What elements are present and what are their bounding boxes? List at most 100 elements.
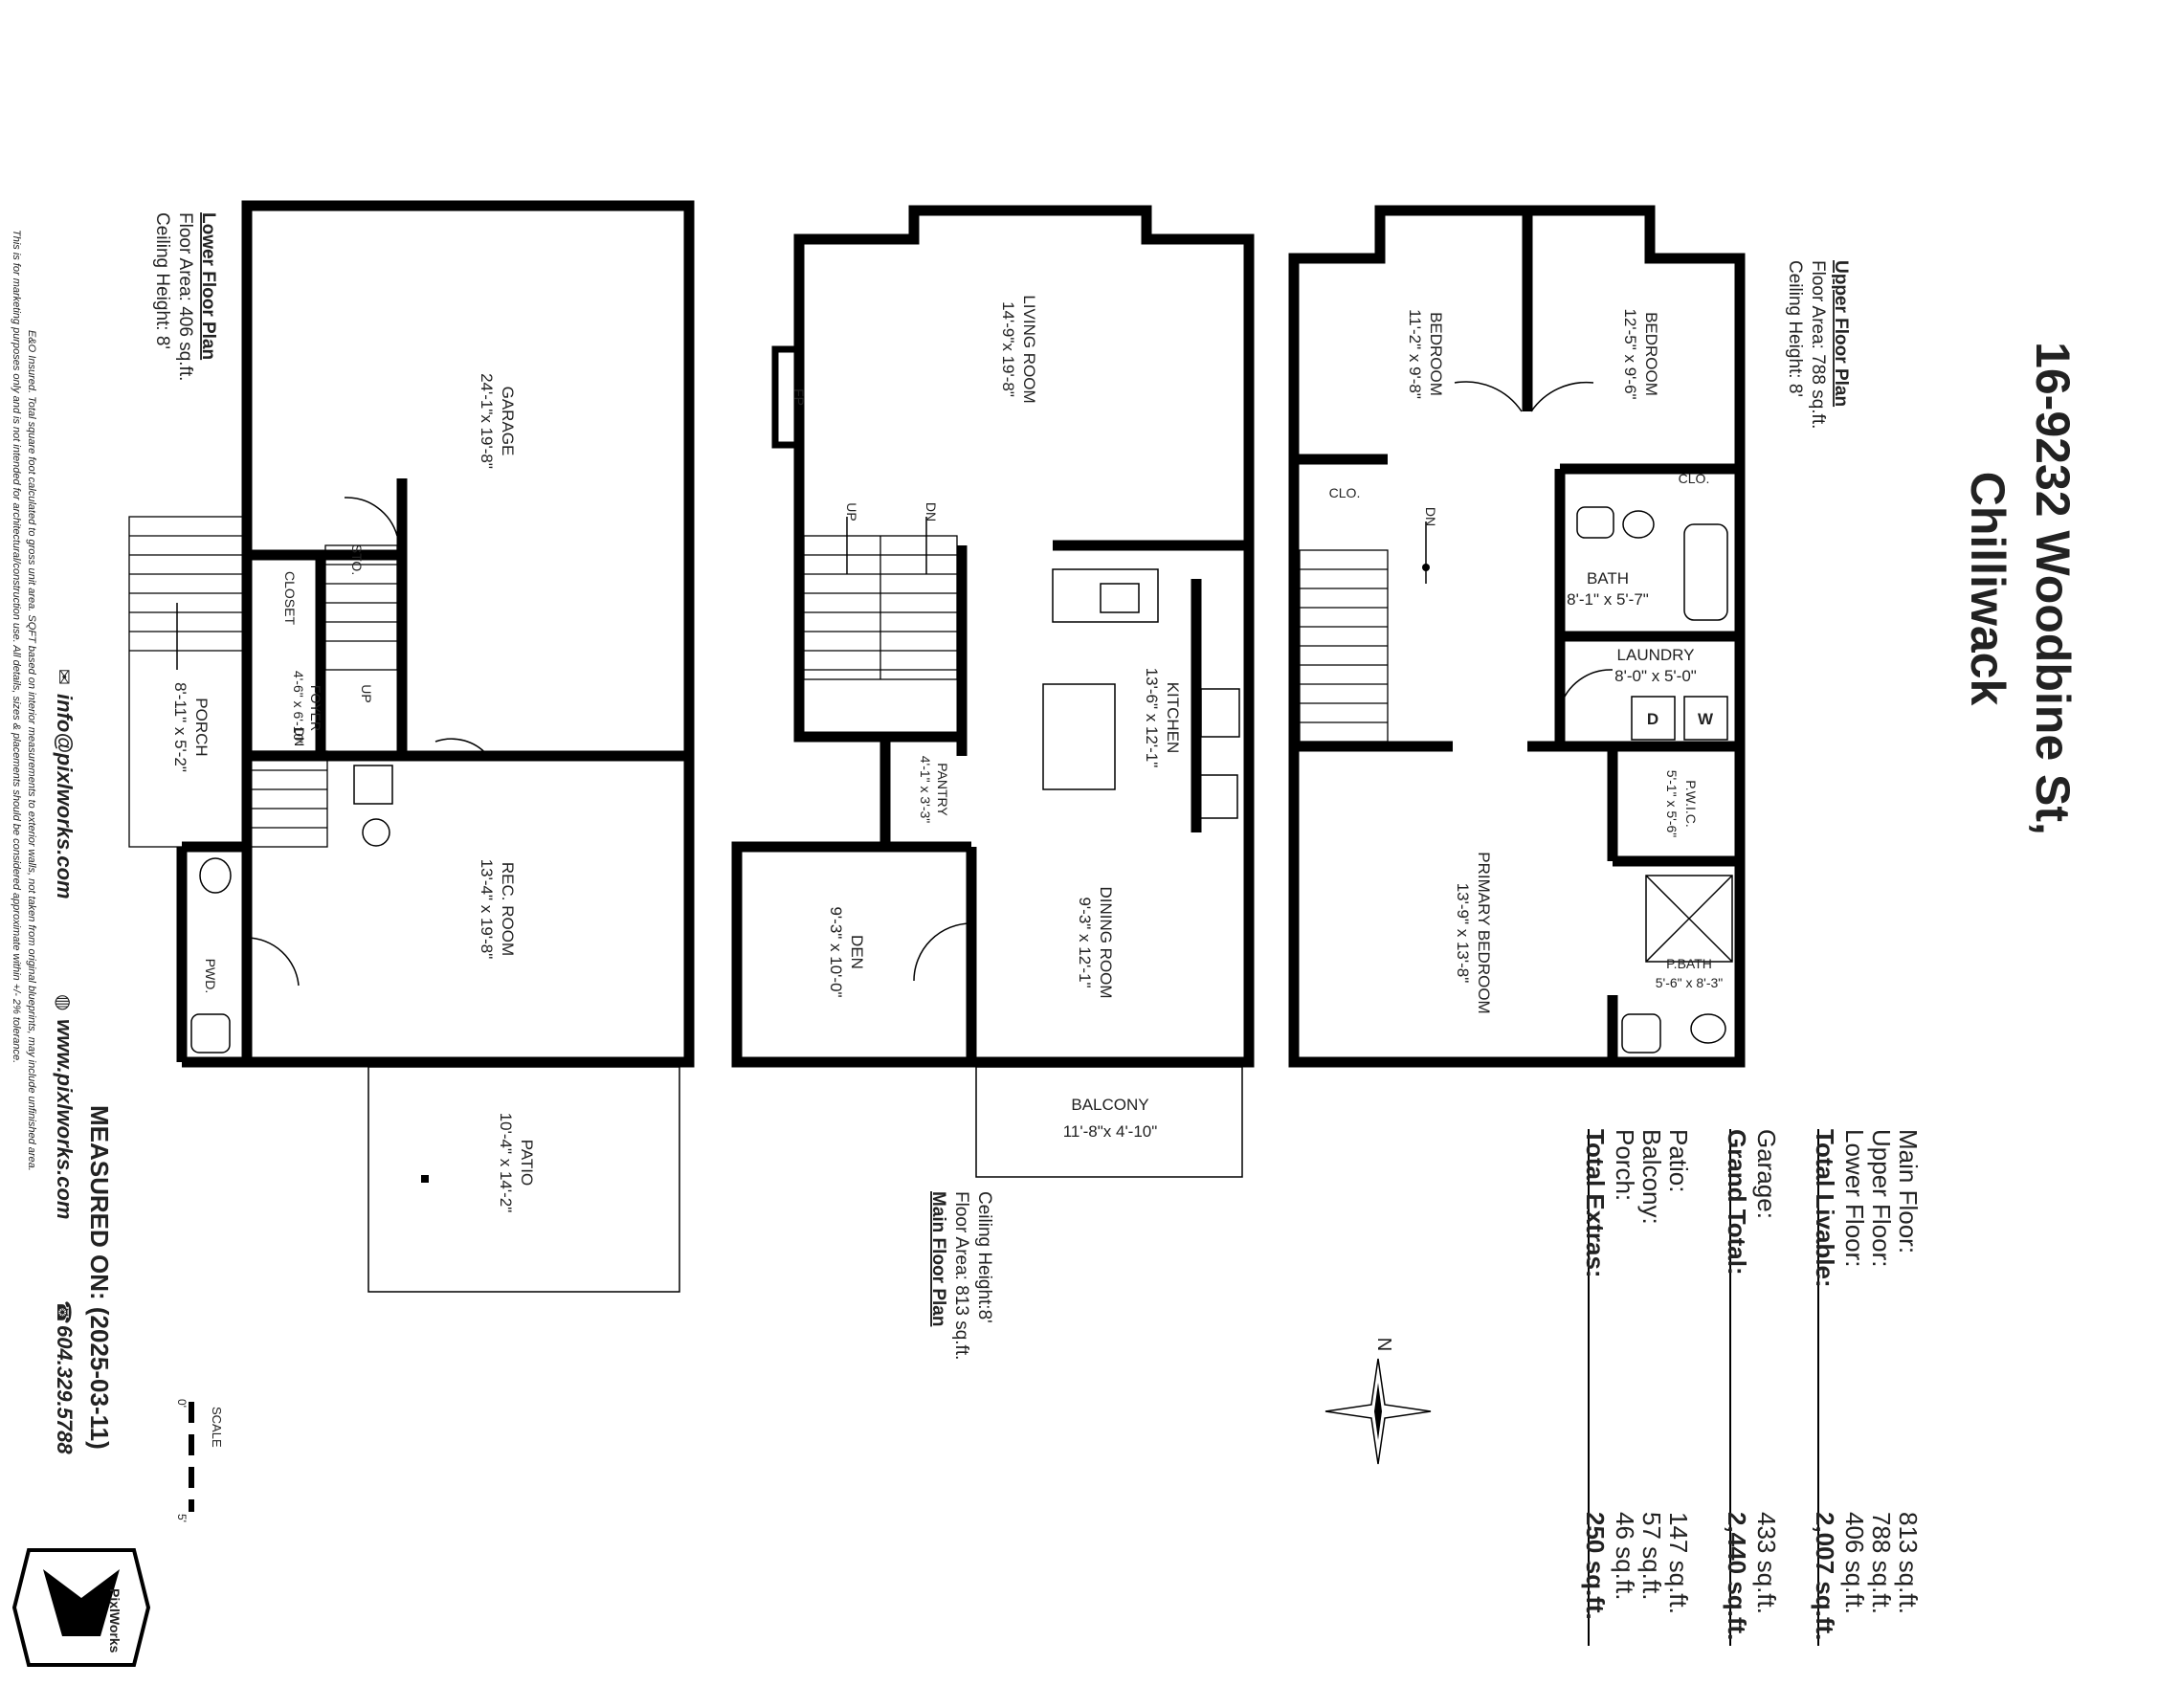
kitchen-range (1200, 688, 1240, 738)
dryer-label: D (1647, 710, 1658, 728)
fireplace (771, 345, 803, 449)
bath-dim: 8'-1" x 5'-7" (1567, 590, 1649, 609)
den-dim: 9'-3" x 10'-0" (827, 906, 845, 997)
summary-lower-value: 406 sq.ft. (1840, 1512, 1869, 1614)
pixlworks-logo: PixlWorks (11, 1548, 151, 1667)
main-floor-heading: Main Floor Plan (928, 1191, 948, 1326)
den-name: DEN (848, 935, 866, 969)
pbath-name: P.BATH (1666, 956, 1712, 971)
compass-north-label: N (1373, 1338, 1394, 1351)
contact-footer: MEASURED ON: (2025-03-11) info@pixlworks… (11, 230, 151, 1667)
contact-website[interactable]: www.pixlworks.com (53, 1019, 77, 1219)
title-line2: Chilliwack (1961, 472, 2014, 706)
living-room-name: LIVING ROOM (1020, 295, 1038, 403)
pantry-name: PANTRY (935, 763, 950, 816)
summary-patio-value: 147 sq.ft. (1664, 1512, 1693, 1614)
porch-name: PORCH (192, 698, 211, 756)
scale-end: 5' (175, 1514, 189, 1522)
main-floor-area: Floor Area: 813 sq.ft. (951, 1191, 971, 1360)
bedroom-b-dim: 11'-2" x 9'-8" (1406, 309, 1424, 399)
upper-floor-ceiling: Ceiling Height: 8' (1785, 260, 1805, 397)
garage-name: GARAGE (499, 387, 517, 456)
patio-outline (367, 1066, 680, 1293)
pbath-dim: 5'-6" x 8'-3" (1656, 975, 1724, 990)
scale-label: SCALE (210, 1407, 224, 1448)
pwd-label: PWD. (203, 959, 218, 994)
pbath-sink (1621, 1013, 1661, 1054)
summary-total-extras-value: 250 sq.ft. (1581, 1512, 1610, 1620)
summary-total-extras-label: Total Extras: (1581, 1129, 1610, 1278)
washer-label: W (1698, 710, 1714, 728)
bedroom-b-name: BEDROOM (1427, 312, 1445, 396)
summary-main-value: 813 sq.ft. (1894, 1512, 1923, 1614)
dryer-box (1631, 696, 1676, 741)
door-swing (1454, 381, 1523, 412)
rec-room-dim: 13'-4" x 19'-8" (478, 859, 496, 960)
lower-floor-ceiling: Ceiling Height: 8' (152, 212, 172, 349)
disclaimer-line2: This is for marketing purposes only and … (11, 230, 22, 1063)
lower-floor-caption: Lower Floor Plan Floor Area: 406 sq.ft. … (152, 212, 218, 381)
area-summary: Main Floor: 813 sq.ft. Upper Floor: 788 … (1581, 1129, 1923, 1646)
washer-box (1683, 696, 1728, 741)
primary-bedroom-name: PRIMARY BEDROOM (1475, 852, 1493, 1013)
main-floor-ceiling: Ceiling Height:8' (974, 1191, 994, 1323)
door-swing (344, 497, 398, 537)
bath-toilet (1622, 510, 1655, 539)
lower-floor-heading: Lower Floor Plan (198, 212, 218, 360)
clo-upper-2: CLO. (1329, 485, 1361, 500)
summary-main-label: Main Floor: (1894, 1129, 1923, 1253)
water-heater (362, 818, 390, 847)
main-floor-outline (731, 205, 1255, 1068)
door-swing (246, 937, 300, 987)
porch-stairs (128, 516, 245, 848)
laundry-name: LAUNDRY (1617, 646, 1695, 664)
pwic-name: P.W.I.C. (1683, 780, 1699, 828)
pwd-sink (190, 1013, 231, 1054)
rec-room-name: REC. ROOM (499, 862, 517, 956)
kitchen-dim: 13'-6" x 12'-1" (1143, 668, 1161, 768)
garage-dim: 24'-1"x 19'-8" (478, 373, 496, 469)
summary-garage-value: 433 sq.ft. (1752, 1512, 1781, 1614)
kitchen-island (1042, 683, 1116, 790)
summary-porch-label: Porch: (1611, 1129, 1639, 1201)
pantry-dim: 4'-1" x 3'-3" (918, 756, 933, 824)
lower-up-label: UP (359, 684, 374, 702)
bath-sink (1576, 506, 1614, 539)
fireplace-label: FP (791, 388, 807, 406)
patio-dim: 10'-4" x 14'-2" (497, 1113, 515, 1213)
contact-phone[interactable]: 604.329.5788 (53, 1325, 77, 1454)
balcony-outline (975, 1066, 1243, 1178)
main-dn-label: DN (924, 502, 939, 521)
sto-label: STO. (349, 544, 365, 575)
laundry-dim: 8'-0" x 5'-0" (1614, 667, 1697, 685)
contact-email[interactable]: info@pixlworks.com (53, 694, 77, 899)
upper-dn-label: DN (1423, 507, 1438, 526)
dining-room-dim: 9'-3" x 12'-1" (1076, 897, 1094, 987)
lower-floor-outline (241, 200, 695, 1068)
main-stairs (803, 517, 958, 680)
upper-stairs (1299, 521, 1430, 743)
foyer-name: FOYER (308, 685, 323, 731)
summary-total-livable-label: Total Livable: (1811, 1129, 1839, 1288)
patio-name: PATIO (518, 1140, 536, 1187)
summary-lower-label: Lower Floor: (1840, 1129, 1869, 1268)
summary-garage-label: Garage: (1752, 1129, 1781, 1219)
upper-floor-heading: Upper Floor Plan (1831, 260, 1851, 407)
property-title: 16-9232 Woodbine St, (2026, 342, 2080, 835)
summary-porch-value: 46 sq.ft. (1611, 1512, 1639, 1601)
balcony-dim: 11'-8"x 4'-10" (1063, 1122, 1158, 1141)
property-title-city: Chilliwack (1961, 472, 2014, 706)
kitchen-name: KITCHEN (1164, 682, 1182, 754)
primary-bedroom-dim: 13'-9" x 13'-8" (1454, 883, 1472, 984)
patio-post (421, 1175, 429, 1183)
measured-on: MEASURED ON: (2025-03-11) (85, 1105, 114, 1450)
shower (1645, 875, 1733, 963)
door-swing (1559, 669, 1614, 709)
pwic-dim: 5'-1" x 5'-6" (1664, 770, 1680, 838)
summary-grand-total-value: 2,440 sq.ft. (1723, 1512, 1751, 1640)
kitchen-fridge (1193, 774, 1238, 819)
scale-bar: SCALE 0' 5' (175, 1399, 224, 1522)
kitchen-sink (1100, 583, 1140, 613)
